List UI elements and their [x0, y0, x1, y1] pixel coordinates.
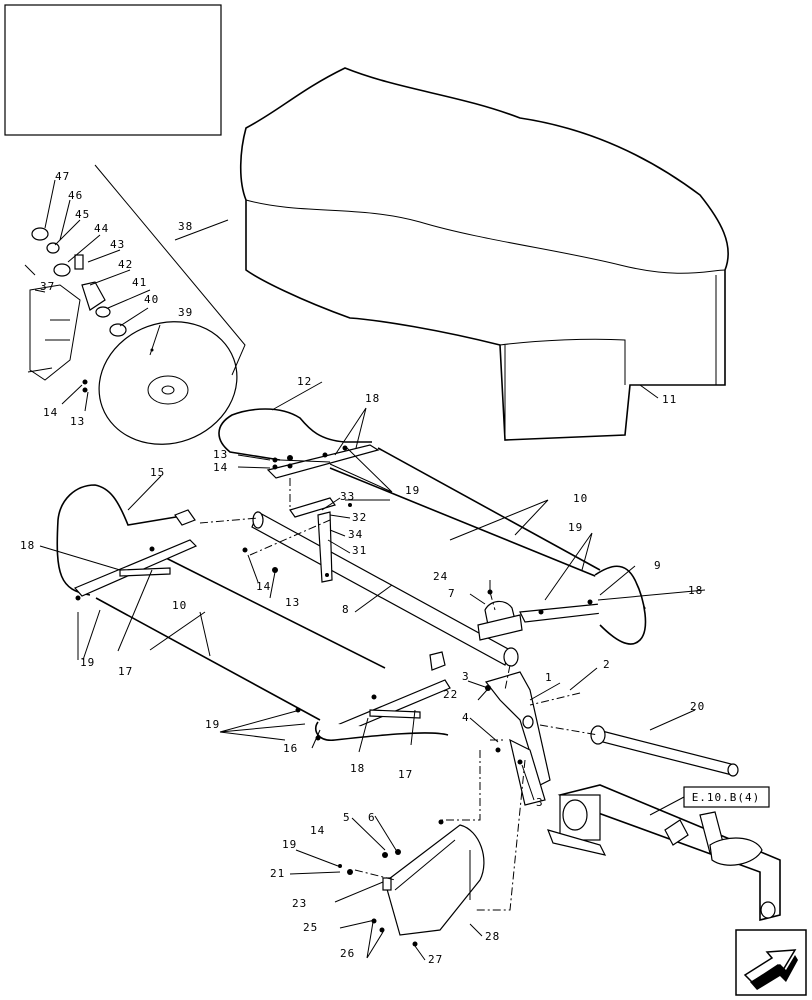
- callout-13: 13: [70, 415, 85, 428]
- callout-39: 39: [178, 306, 193, 319]
- callout-14: 14: [310, 824, 325, 837]
- reference-box[interactable]: E.10.B(4): [649, 786, 770, 816]
- callout-34: 34: [348, 528, 363, 541]
- callout-11: 11: [662, 393, 677, 406]
- rear-bar-frame: [218, 408, 380, 479]
- callout-40: 40: [144, 293, 159, 306]
- assembly-centerlines: [199, 478, 599, 911]
- title-block: [4, 4, 222, 136]
- support-1: [484, 671, 551, 806]
- callout-10: 10: [172, 599, 187, 612]
- callout-10: 10: [573, 492, 588, 505]
- callout-19: 19: [405, 484, 420, 497]
- callout-2: 2: [603, 658, 611, 671]
- connecting-rods: [95, 447, 601, 721]
- callout-19: 19: [568, 521, 583, 534]
- callout-15: 15: [150, 466, 165, 479]
- callout-18: 18: [350, 762, 365, 775]
- callout-14: 14: [256, 580, 271, 593]
- callout-19: 19: [80, 656, 95, 669]
- callout-12: 12: [297, 375, 312, 388]
- leader-lines: [27, 179, 706, 961]
- clamp-7: [477, 600, 523, 641]
- callout-23: 23: [292, 897, 307, 910]
- right-frame: [519, 565, 647, 645]
- callout-24: 24: [433, 570, 448, 583]
- callout-13: 13: [285, 596, 300, 609]
- callout-28: 28: [485, 930, 500, 943]
- callout-labels: 1 2 3 3 4 5 6 7 8 9 10 10 11 12 13 13 13…: [20, 170, 705, 966]
- callout-14: 14: [43, 406, 58, 419]
- callout-46: 46: [68, 189, 83, 202]
- callout-7: 7: [448, 587, 456, 600]
- callout-42: 42: [118, 258, 133, 271]
- machine-body: [239, 67, 729, 441]
- callout-13: 13: [213, 448, 228, 461]
- callout-38: 38: [178, 220, 193, 233]
- callout-1: 1: [545, 671, 553, 684]
- callout-5: 5: [343, 811, 351, 824]
- callout-3: 3: [462, 670, 470, 683]
- callout-6: 6: [368, 811, 376, 824]
- callout-20: 20: [690, 700, 705, 713]
- main-tube: [251, 497, 519, 667]
- callout-18: 18: [20, 539, 35, 552]
- left-frame: [56, 484, 198, 597]
- callout-33: 33: [340, 490, 355, 503]
- cylinder-20: [590, 725, 739, 777]
- callout-41: 41: [132, 276, 147, 289]
- callout-45: 45: [75, 208, 90, 221]
- disc-assembly: [24, 164, 246, 445]
- bracket-31: [317, 511, 333, 583]
- callout-44: 44: [94, 222, 109, 235]
- next-page-arrow-icon[interactable]: [735, 929, 807, 996]
- callout-8: 8: [342, 603, 350, 616]
- callout-14: 14: [213, 461, 228, 474]
- shield-28: [382, 824, 485, 936]
- callout-37: 37: [40, 280, 55, 293]
- front-frame: [314, 651, 451, 741]
- callout-26: 26: [340, 947, 355, 960]
- callout-32: 32: [352, 511, 367, 524]
- callout-31: 31: [352, 544, 367, 557]
- callout-22: 22: [443, 688, 458, 701]
- callout-18: 18: [688, 584, 703, 597]
- callout-3: 3: [536, 796, 544, 809]
- hardware-items: [75, 379, 593, 947]
- callout-27: 27: [428, 953, 443, 966]
- callout-19: 19: [282, 838, 297, 851]
- callout-17: 17: [398, 768, 413, 781]
- callout-16: 16: [283, 742, 298, 755]
- callout-17: 17: [118, 665, 133, 678]
- reference-box-text: E.10.B(4): [692, 791, 761, 804]
- callout-9: 9: [654, 559, 662, 572]
- callout-25: 25: [303, 921, 318, 934]
- callout-4: 4: [462, 711, 470, 724]
- callout-18: 18: [365, 392, 380, 405]
- hitch-assembly: [547, 784, 781, 922]
- callout-19: 19: [205, 718, 220, 731]
- callout-43: 43: [110, 238, 125, 251]
- callout-47: 47: [55, 170, 70, 183]
- callout-21: 21: [270, 867, 285, 880]
